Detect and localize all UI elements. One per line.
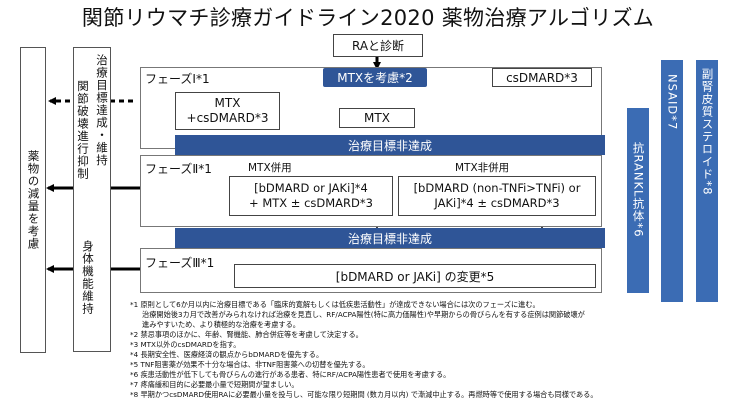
- goal-column: 治療目標達成・維持 関節破壊進行抑制: [73, 47, 111, 352]
- phase2-label: フェーズⅡ*1: [145, 162, 212, 176]
- footnote-2: *2 禁忌事項のほかに、年齢、腎機能、肺合併症等を考慮して決定する。: [130, 330, 363, 339]
- mtx-not-combined-heading: MTX非併用: [455, 162, 510, 174]
- mtx-combo-box: MTX +csDMARD*3: [175, 92, 280, 130]
- not-achieved-bar-2: 治療目標非達成: [175, 228, 605, 248]
- mtx-consider-box: MTXを考慮*2: [323, 68, 427, 87]
- not-achieved-bar-1: 治療目標非達成: [175, 135, 605, 155]
- footnote-6: *6 疾患活動性が低下しても骨びらんの進行がある患者、特にRF/ACPA陽性患者…: [130, 370, 451, 379]
- footnote-1: *1 原則として6か月以内に治療目標である「臨床的寛解もしくは低疾患活動性」が達…: [130, 300, 540, 309]
- footnote-1-cont-b: 進みやすいため、より積極的な治療を考慮する。: [142, 320, 300, 329]
- reduce-drug-text: 薬物の減量を考慮: [26, 150, 41, 250]
- footnote-3: *3 MTX以外のcsDMARDを指す。: [130, 340, 241, 349]
- steroid-text: 副腎皮質ステロイド*8: [700, 68, 715, 196]
- footnote-7: *7 疼痛緩和目的に必要最小量で短期間が望ましい。: [130, 380, 299, 389]
- page-title: 関節リウマチ診療ガイドライン2020 薬物治療アルゴリズム: [81, 6, 655, 30]
- steroid-column: 副腎皮質ステロイド*8: [696, 60, 718, 302]
- reduce-column: 薬物の減量を考慮: [20, 47, 46, 353]
- footnote-1-cont-a: 治療開始後3カ月で改善がみられなければ治療を見直し、RF/ACPA陽性(特に高力…: [142, 310, 585, 319]
- phase3-change-box: [bDMARD or JAKi] の変更*5: [234, 264, 596, 288]
- mtx-combined-heading: MTX併用: [248, 162, 292, 174]
- footnote-5: *5 TNF阻害薬が効果不十分な場合は、非TNF阻害薬への切替を優先する。: [130, 360, 370, 369]
- nsaid-text: NSAID*7: [665, 74, 680, 131]
- ra-diagnosis-box: RAと診断: [333, 34, 423, 57]
- footnote-4: *4 長期安全性、医療経済の観点からbDMARDを優先する。: [130, 350, 324, 359]
- phase2-non-mtx-box: [bDMARD (non-TNFi>TNFi) or JAKi]*4 ± csD…: [398, 176, 596, 216]
- rankl-text: 抗RANKL抗体*6: [631, 142, 646, 238]
- mtx-box: MTX: [339, 108, 415, 128]
- joint-protect-text: 関節破壊進行抑制: [76, 80, 90, 180]
- csdmard-box: csDMARD*3: [492, 68, 592, 87]
- phase3-label: フェーズⅢ*1: [145, 256, 215, 270]
- function-maintain-text: 身体機能維持: [81, 240, 95, 315]
- rankl-column: 抗RANKL抗体*6: [627, 108, 649, 293]
- nsaid-column: NSAID*7: [661, 60, 683, 302]
- phase2-mtx-box: [bDMARD or JAKi]*4 + MTX ± csDMARD*3: [229, 176, 393, 216]
- footnotes: *1 原則として6か月以内に治療目標である「臨床的寛解もしくは低疾患活動性」が達…: [130, 300, 598, 400]
- footnote-8: *8 早期かつcsDMARD使用RAに必要最小量を投与し、可能な限り短期間 (数…: [130, 390, 598, 399]
- goal-maintain-text: 治療目標達成・維持: [95, 54, 109, 167]
- phase1-label: フェーズⅠ*1: [145, 72, 210, 86]
